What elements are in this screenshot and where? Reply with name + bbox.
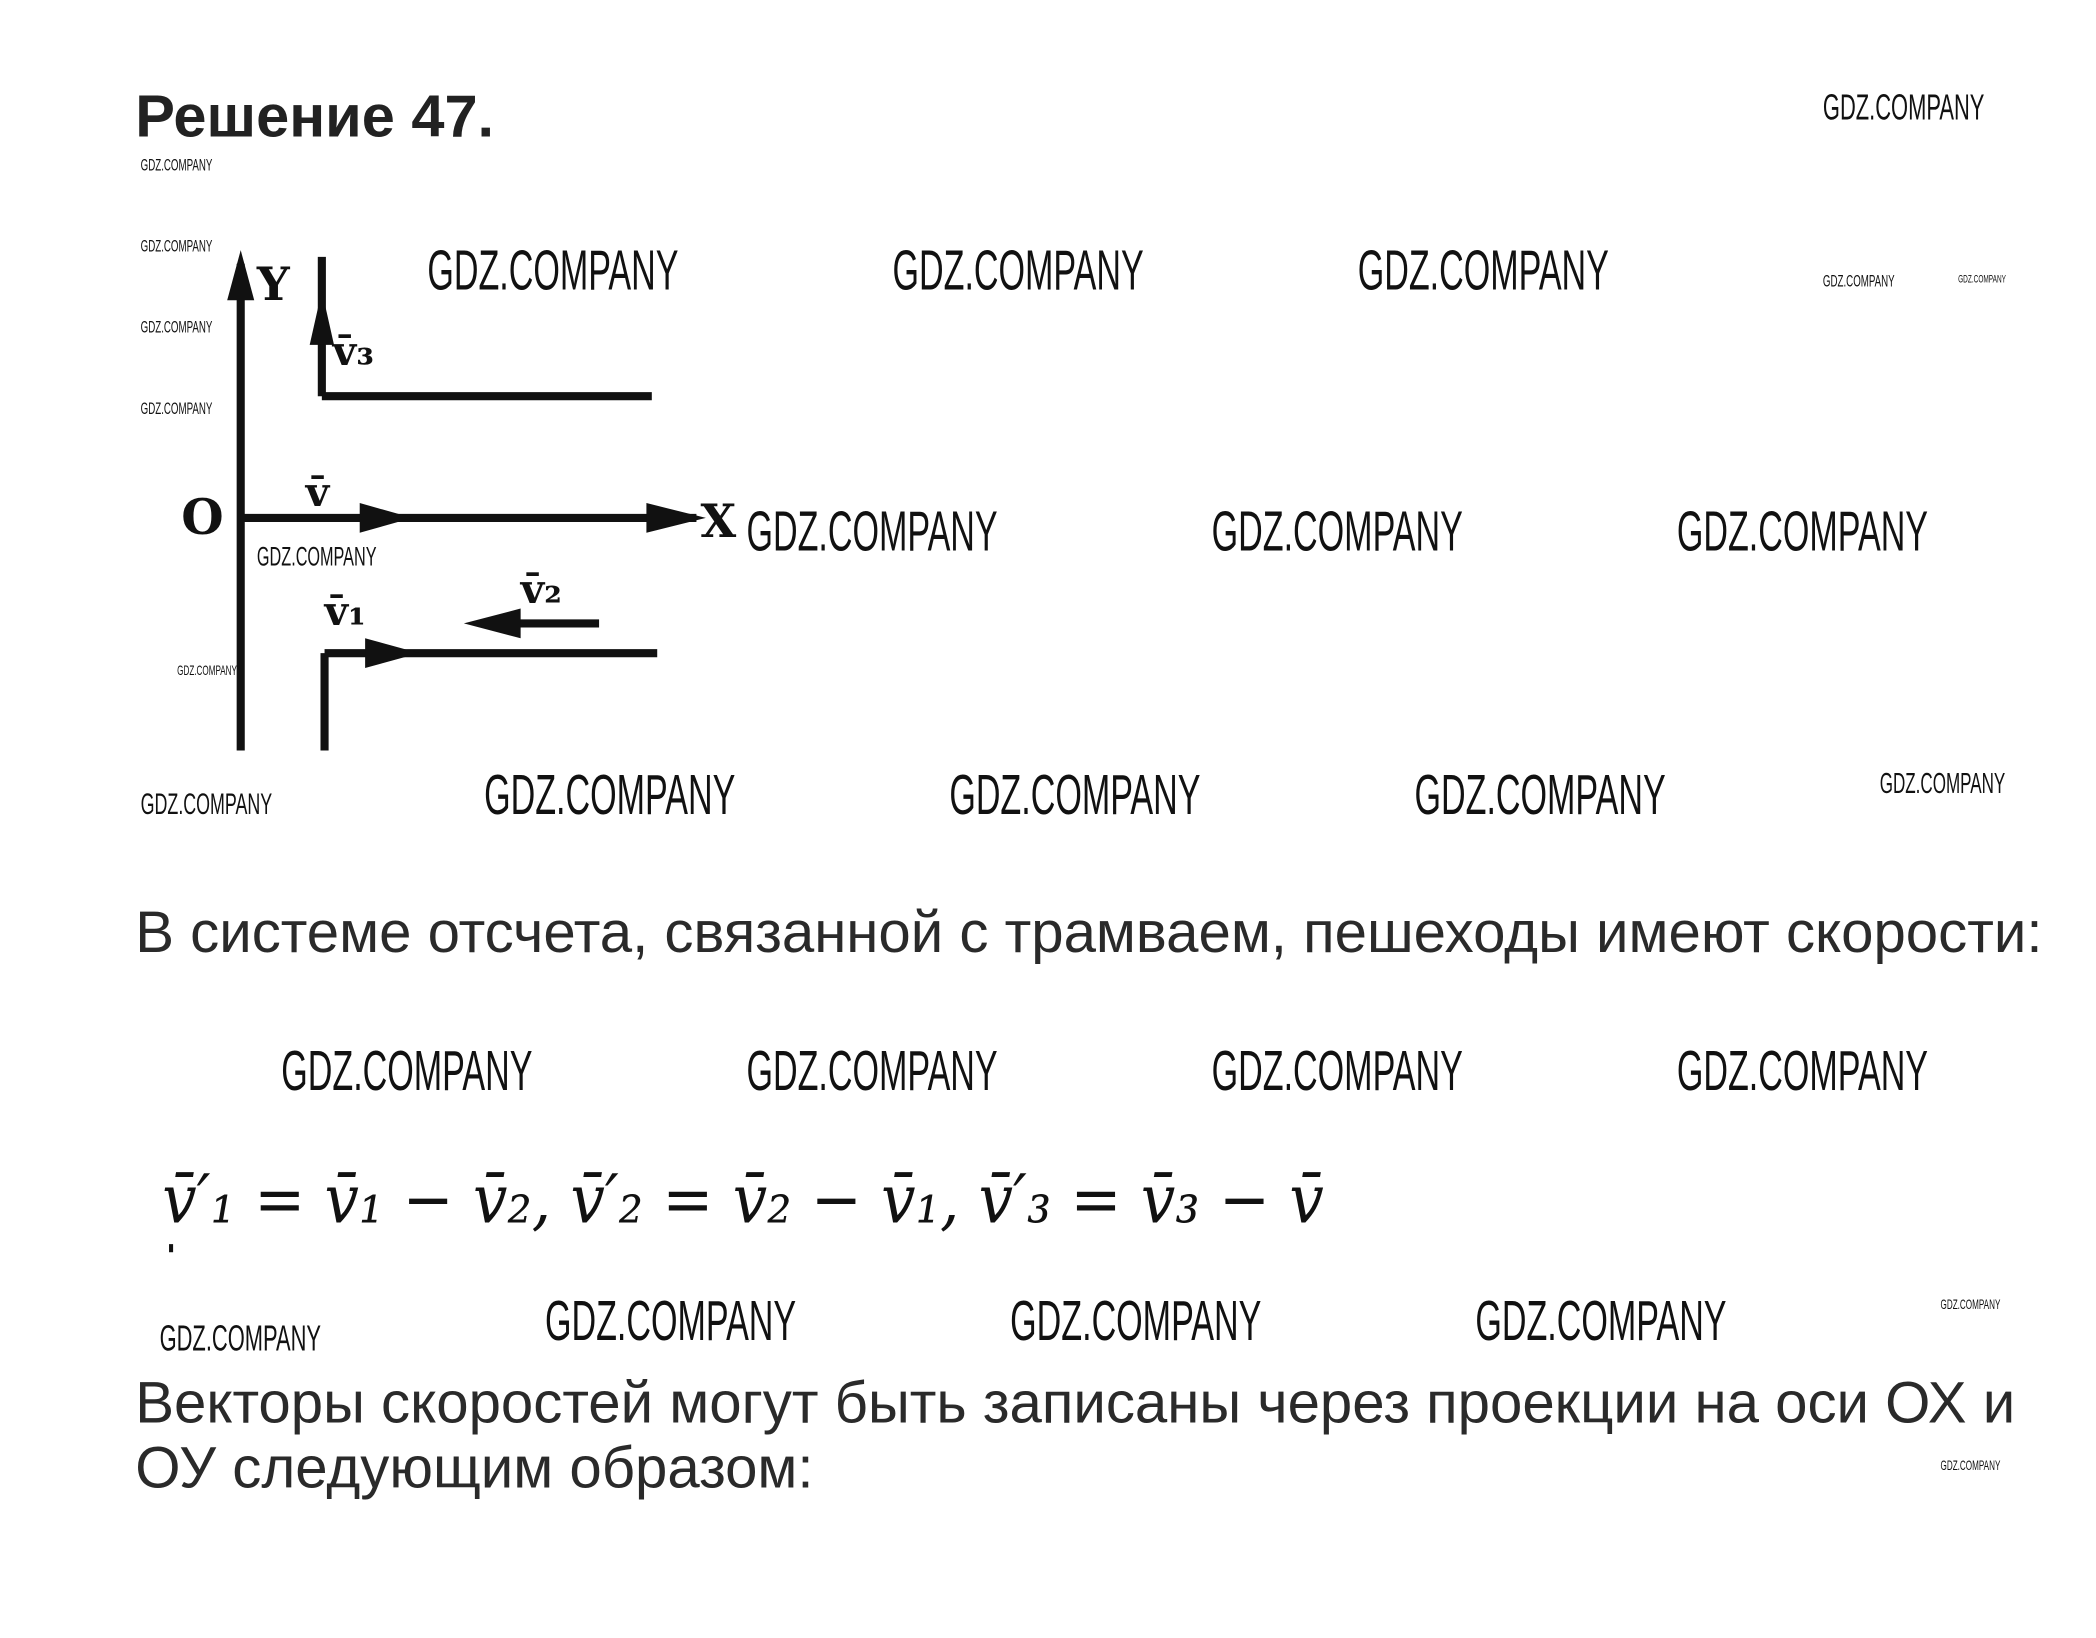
v-label: v̄ [305,468,331,516]
watermark: GDZ.COMPANY [140,236,213,256]
y-axis-arrowhead [227,250,255,301]
v2-arrowhead [463,608,521,639]
solution-title: Решение 47. [135,83,495,151]
v1-label: v̄₁ [324,587,366,635]
velocity-diagram: Y X O v̄ v̄₃ v̄₁ v̄₂ [181,250,736,751]
watermark: GDZ.COMPANY [892,238,1144,302]
v-arrowhead [359,503,413,533]
watermark: GDZ.COMPANY [1010,1288,1262,1353]
watermark: GDZ.COMPANY [140,398,213,418]
watermark: GDZ.COMPANY [1940,1298,2001,1314]
v3-arrowhead [309,290,335,345]
watermark: GDZ.COMPANY [140,155,213,175]
watermark: GDZ.COMPANY [159,1317,322,1359]
v1-arrowhead [365,638,420,669]
watermark: GDZ.COMPANY [1822,271,1895,291]
watermark: GDZ.COMPANY [1879,768,2006,800]
v2-label: v̄₂ [520,565,562,613]
watermark: GDZ.COMPANY [140,787,273,821]
watermark: GDZ.COMPANY [140,317,213,337]
watermark: GDZ.COMPANY [1676,498,1929,563]
stray-mark [169,1244,174,1253]
watermark: GDZ.COMPANY [1211,498,1463,563]
x-axis-label: X [700,494,736,548]
paragraph-projections: Векторы скоростей могут быть записаны че… [135,1371,2016,1502]
watermark: GDZ.COMPANY [256,542,377,573]
watermark: GDZ.COMPANY [1414,762,1666,827]
watermark: GDZ.COMPANY [746,1038,998,1103]
watermark: GDZ.COMPANY [544,1288,797,1353]
watermark: GDZ.COMPANY [281,1038,533,1103]
watermark: GDZ.COMPANY [484,762,736,827]
watermark: GDZ.COMPANY [427,238,679,302]
y-axis-label: Y [256,257,291,311]
v3-label: v̄₃ [332,327,374,375]
watermark: GDZ.COMPANY [1475,1288,1727,1353]
watermark: GDZ.COMPANY [1211,1038,1463,1103]
watermark: GDZ.COMPANY [1940,1459,2001,1475]
watermark: GDZ.COMPANY [177,663,237,679]
velocity-formula: v̄′₁ = v̄₁ − v̄₂, v̄′₂ = v̄₂ − v̄₁, v̄′₃… [162,1160,1324,1239]
watermark: GDZ.COMPANY [746,498,998,563]
watermark: GDZ.COMPANY [1676,1038,1929,1103]
watermark: GDZ.COMPANY [1958,273,2006,286]
origin-label: O [181,489,223,546]
watermark: GDZ.COMPANY [1822,87,1985,128]
x-axis-arrowhead [646,503,706,533]
watermark: GDZ.COMPANY [1357,238,1609,302]
watermark: GDZ.COMPANY [949,762,1201,827]
paragraph-reference-frame: В системе отсчета, связанной с трамваем,… [135,900,2043,966]
